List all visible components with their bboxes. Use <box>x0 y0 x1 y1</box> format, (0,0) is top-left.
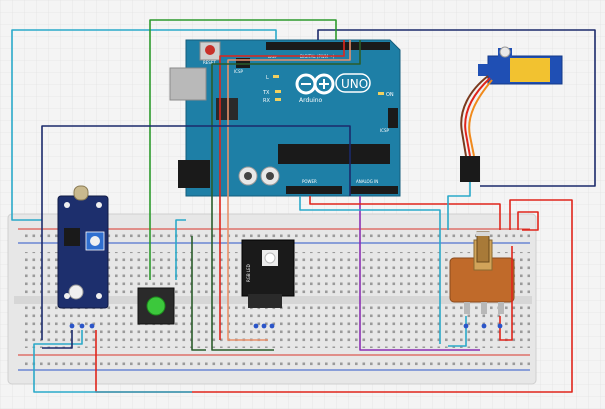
sub-brand-label: Arduino <box>299 97 323 104</box>
tx-led-label: TX <box>262 90 270 96</box>
photoresistor <box>73 185 89 201</box>
brand-label: UNO <box>341 77 368 91</box>
potentiometer <box>449 231 515 314</box>
digital-header <box>266 42 390 50</box>
wire-purple <box>359 196 480 351</box>
wire-darkblue-sensor <box>41 125 351 340</box>
wire-darkblue-top <box>317 29 596 187</box>
push-button[interactable] <box>137 287 175 325</box>
servo-cable-red <box>464 77 491 157</box>
wire-cyan-top <box>11 29 277 221</box>
potentiometer-shaft[interactable] <box>476 231 490 263</box>
usb-port <box>169 67 207 101</box>
power-jack <box>178 160 210 188</box>
servo-motor <box>478 46 563 85</box>
reset-button-cap[interactable] <box>205 45 215 55</box>
wire-cyan-sensor <box>33 330 192 393</box>
wire-green <box>149 19 337 280</box>
arduino-uno-board: RESET DIGITAL (PWM ~) AREF ICSP UNO Ardu… <box>169 39 401 197</box>
icsp-label: ICSP <box>234 69 244 74</box>
atmega-chip <box>278 144 390 164</box>
rx-led-label: RX <box>263 98 270 104</box>
on-led <box>378 92 384 95</box>
aref-label: AREF <box>268 55 277 59</box>
servo-label-sticker <box>510 58 550 82</box>
servo-cable-brown <box>460 75 489 157</box>
rgb-module-label: RGB LED <box>246 264 251 282</box>
analog-header <box>350 186 398 194</box>
l-led <box>273 75 279 78</box>
power-label: POWER <box>302 179 317 184</box>
rgb-header <box>248 294 282 308</box>
usb-chip <box>216 98 238 120</box>
wire-cyan-button <box>175 219 186 280</box>
wire-darkgreen-button <box>191 236 206 351</box>
wire-red-short <box>517 211 539 231</box>
rgb-led-module: RGB LED <box>241 239 295 308</box>
reset-label: RESET <box>203 60 216 65</box>
wire-red-power <box>309 196 501 230</box>
wire-red-pin <box>219 40 345 340</box>
light-sensor-module <box>57 185 109 309</box>
l-led-label: L <box>266 75 269 81</box>
icsp-header-top <box>236 58 250 68</box>
servo-connector <box>460 156 480 182</box>
wire-cyan-power <box>299 196 441 344</box>
wire-cyan-servo <box>447 182 471 230</box>
servo-horn <box>499 46 511 58</box>
arduino-logo <box>295 73 335 95</box>
push-button-cap[interactable] <box>146 296 166 316</box>
on-led-label: ON <box>386 92 394 98</box>
wire-darkgreen <box>211 40 361 351</box>
analog-label: ANALOG IN <box>356 179 378 184</box>
power-header <box>286 186 342 194</box>
wire-red-right <box>95 199 573 393</box>
wire-salmon <box>227 40 351 341</box>
tx-led <box>275 90 281 93</box>
wire-darkblue-sensor-out <box>42 330 73 349</box>
icsp-header-right <box>388 108 398 128</box>
pin-markers <box>69 323 503 329</box>
icsp2-label: ICSP <box>380 128 390 133</box>
sensor-chip <box>64 228 80 246</box>
rx-led <box>275 98 281 101</box>
servo-cable-orange <box>468 79 493 157</box>
